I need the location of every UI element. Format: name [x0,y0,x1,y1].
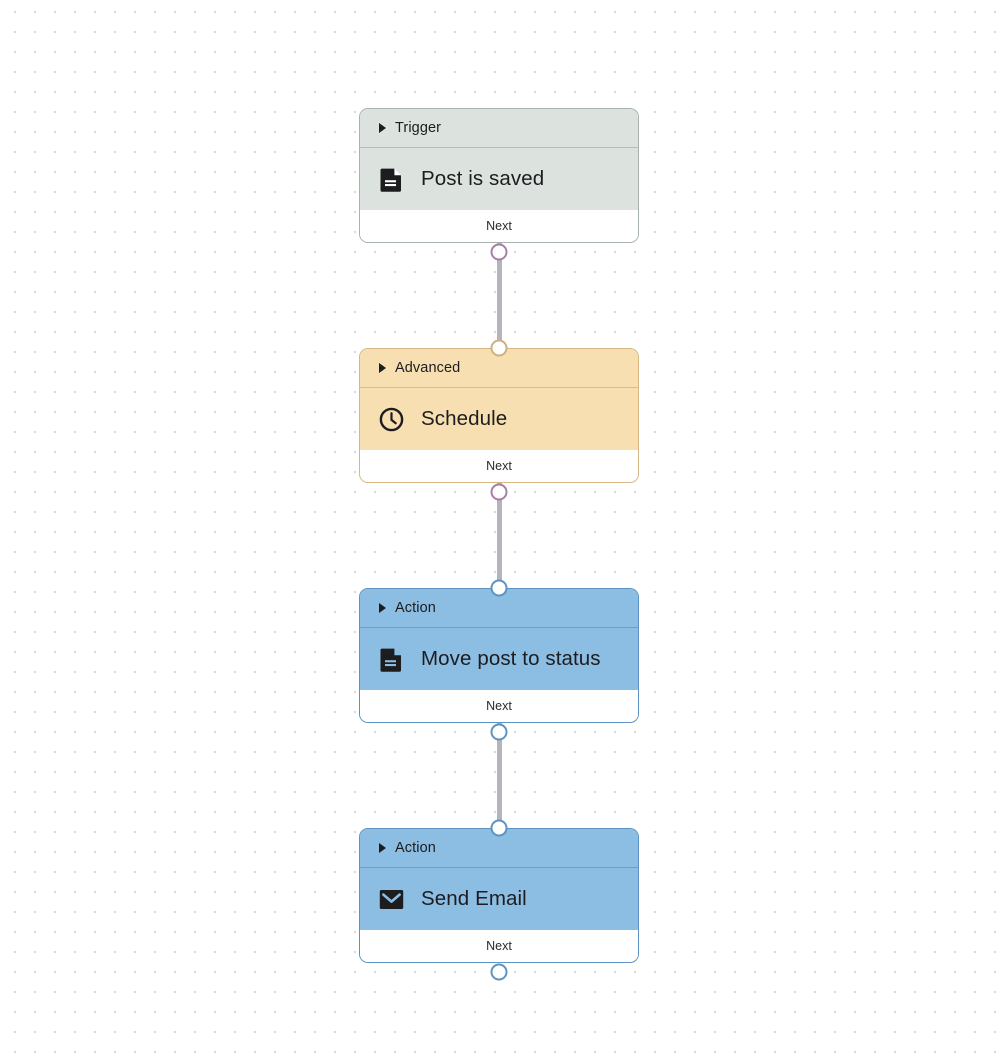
node-category-label: Action [395,840,436,856]
document-icon [379,167,404,192]
node-title-advanced: Schedule [421,407,508,431]
collapse-caret-icon[interactable] [379,603,386,613]
node-footer-next-action-move[interactable]: Next [360,690,638,723]
envelope-icon [379,887,404,912]
collapse-caret-icon[interactable] [379,363,386,373]
node-divider [360,867,638,869]
node-body-action-move[interactable]: Move post to status [360,628,638,691]
node-footer-label: Next [486,939,512,954]
clock-icon [379,407,404,432]
node-footer-next-action-email[interactable]: Next [360,930,638,963]
node-output-port-trigger[interactable] [490,243,508,261]
node-footer-label: Next [486,459,512,474]
workflow-node-action-move[interactable]: Action Move post to status Next [359,579,639,741]
node-divider [360,147,638,149]
node-input-port-advanced[interactable] [490,339,508,357]
node-shell: Action Move post to status Next [359,588,639,724]
collapse-caret-icon[interactable] [379,123,386,133]
node-body-trigger[interactable]: Post is saved [360,148,638,211]
node-category-label: Action [395,600,436,616]
node-title-action-move: Move post to status [421,647,601,671]
node-body-action-email[interactable]: Send Email [360,868,638,931]
node-output-port-action-move[interactable] [490,723,508,741]
node-shell: Trigger Post is saved Next [359,108,639,244]
node-category-label: Trigger [395,120,442,136]
document-icon [379,647,404,672]
node-divider [360,627,638,629]
workflow-node-trigger[interactable]: Trigger Post is saved Next [359,108,639,261]
node-footer-label: Next [486,699,512,714]
node-category-label: Advanced [395,360,461,376]
workflow-node-advanced[interactable]: Advanced Schedule Next [359,339,639,501]
node-shell: Advanced Schedule Next [359,348,639,484]
node-output-port-action-email[interactable] [490,963,508,981]
node-output-port-advanced[interactable] [490,483,508,501]
node-input-port-action-email[interactable] [490,819,508,837]
node-footer-label: Next [486,219,512,234]
node-divider [360,387,638,389]
node-shell: Action Send Email Next [359,828,639,964]
workflow-node-action-email[interactable]: Action Send Email Next [359,819,639,981]
node-title-trigger: Post is saved [421,167,545,191]
node-input-port-action-move[interactable] [490,579,508,597]
node-header-trigger[interactable]: Trigger [360,109,638,147]
node-footer-next-advanced[interactable]: Next [360,450,638,483]
collapse-caret-icon[interactable] [379,843,386,853]
node-body-advanced[interactable]: Schedule [360,388,638,451]
node-title-action-email: Send Email [421,887,527,911]
node-footer-next-trigger[interactable]: Next [360,210,638,243]
